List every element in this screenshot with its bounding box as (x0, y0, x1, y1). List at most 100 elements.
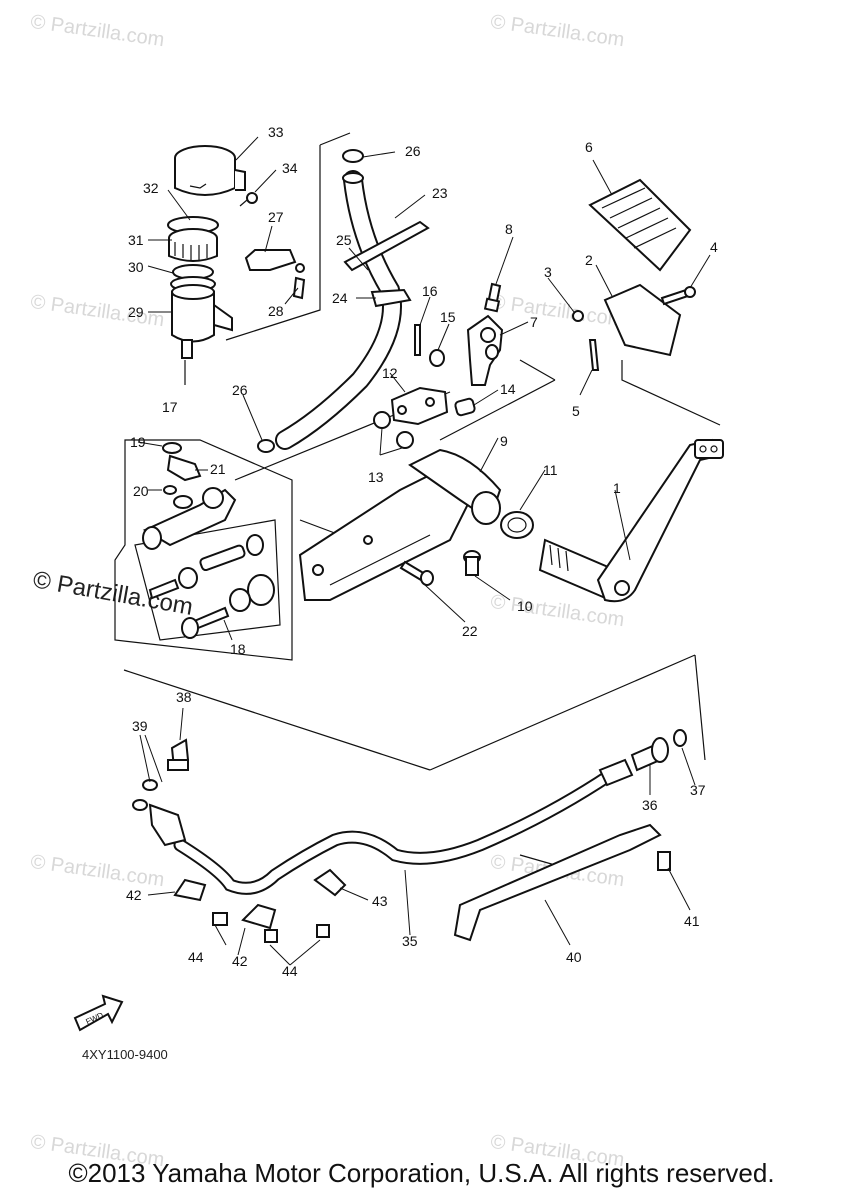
reservoir-inner-cap (168, 228, 218, 262)
callout-31: 31 (128, 232, 144, 248)
cover-bolt (660, 286, 696, 306)
callout-13: 13 (368, 469, 384, 485)
callout-3: 3 (544, 264, 552, 280)
guard-bolt (657, 851, 671, 871)
callout-33: 33 (268, 124, 284, 140)
callout-36: 36 (642, 797, 658, 813)
reservoir-tank (171, 284, 233, 359)
piston-kit (148, 534, 275, 639)
cotter-pin (588, 339, 600, 371)
callout-5: 5 (572, 403, 580, 419)
forward-arrow-icon: FWD (73, 994, 124, 1032)
callout-24: 24 (332, 290, 348, 306)
callout-10: 10 (517, 598, 533, 614)
callout-17: 17 (162, 399, 178, 415)
callout-1: 1 (613, 480, 621, 496)
hose-clip (343, 220, 430, 308)
callout-32: 32 (143, 180, 159, 196)
master-cylinder-group-frame (114, 439, 293, 661)
callout-11: 11 (543, 462, 558, 478)
callout-42: 42 (126, 887, 142, 903)
hose-clamp (342, 149, 364, 163)
callout-44: 44 (188, 949, 204, 965)
callout-8: 8 (505, 221, 513, 237)
hose-frame-line (123, 654, 706, 771)
brake-pedal (538, 438, 724, 603)
bracket-bolt (399, 560, 434, 586)
callout-18: 18 (230, 641, 246, 657)
guard-link-line (519, 854, 556, 866)
master-cylinder (142, 487, 237, 550)
callout-7: 7 (530, 314, 538, 330)
callout-labels: 33 34 32 31 30 29 27 28 26 23 25 24 26 8… (126, 124, 718, 979)
bolt (483, 282, 502, 313)
callout-42-lower: 42 (232, 953, 248, 969)
clamp-bolt (212, 912, 330, 943)
callout-26: 26 (405, 143, 421, 159)
callout-20: 20 (133, 483, 149, 499)
clevis-pin (454, 397, 476, 417)
callout-27: 27 (268, 209, 284, 225)
reservoir-cap (174, 145, 246, 196)
hose-guard (453, 823, 662, 942)
diagram-code: 4XY1100-9400 (82, 1047, 168, 1062)
callout-6: 6 (585, 139, 593, 155)
callout-23: 23 (432, 185, 448, 201)
washer (429, 349, 445, 367)
reservoir-hose (275, 170, 402, 450)
callout-2: 2 (585, 252, 593, 268)
nut (373, 411, 391, 429)
pedal-link-line (439, 359, 556, 441)
o-ring (163, 485, 177, 495)
callout-14: 14 (500, 381, 516, 397)
hose-clamp-lower (257, 439, 275, 453)
hose-clamp (173, 878, 207, 902)
callout-37: 37 (690, 782, 706, 798)
reservoir-bracket (244, 249, 306, 300)
callout-44-lower: 44 (282, 963, 298, 979)
washer (572, 310, 584, 322)
callout-25: 25 (336, 232, 352, 248)
callout-34: 34 (282, 160, 298, 176)
pedal-pad (588, 178, 692, 272)
pedal-bracket (298, 448, 502, 601)
union-bolt (167, 738, 190, 771)
callout-26-lower: 26 (232, 382, 248, 398)
pedal-cover (603, 283, 682, 357)
copyright-footer: ©2013 Yamaha Motor Corporation, U.S.A. A… (68, 1158, 775, 1188)
clevis-joint (390, 386, 449, 426)
callout-30: 30 (128, 259, 144, 275)
callout-21: 21 (210, 461, 226, 477)
bracket-bolt (463, 550, 481, 576)
nut (396, 431, 414, 449)
callout-9: 9 (500, 433, 508, 449)
clip (162, 442, 182, 454)
callout-39: 39 (132, 718, 148, 734)
callout-40: 40 (566, 949, 582, 965)
return-spring (500, 511, 534, 539)
callout-22: 22 (462, 623, 478, 639)
reservoir-frame-line (225, 132, 351, 341)
callout-38: 38 (176, 689, 192, 705)
callout-19: 19 (130, 434, 146, 450)
hose-fitting (166, 454, 202, 482)
cotter-pin (414, 324, 421, 356)
callout-16: 16 (422, 283, 438, 299)
screw (239, 192, 258, 207)
callout-43: 43 (372, 893, 388, 909)
hose-holder (313, 868, 347, 897)
callout-4: 4 (710, 239, 718, 255)
brake-hose (173, 768, 617, 895)
copper-washer (673, 729, 687, 747)
callout-41: 41 (684, 913, 700, 929)
callout-28: 28 (268, 303, 284, 319)
callout-12: 12 (382, 365, 398, 381)
callout-29: 29 (128, 304, 144, 320)
hose-end-fitting (148, 803, 187, 847)
pedal-guide-line (621, 360, 721, 426)
hose-fitting (598, 737, 669, 787)
pedal-arm (466, 314, 504, 386)
callout-15: 15 (440, 309, 456, 325)
